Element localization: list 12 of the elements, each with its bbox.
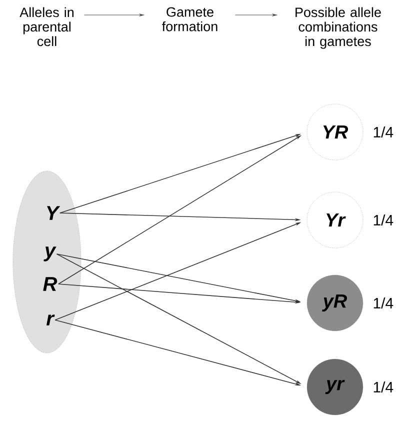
heading-text: Alleles in parental cell [20, 7, 74, 46]
parental-cell [12, 170, 82, 354]
allele-letter: R [43, 277, 58, 291]
allele-letter: r [46, 314, 55, 326]
fraction-label: 1/4 [374, 126, 394, 138]
fraction-label: 1/4 [374, 382, 394, 392]
heading-text: Gamete formation [162, 7, 218, 32]
heading-text: Possible allele combinations in gametes [296, 7, 381, 49]
fraction-label: 1/4 [374, 214, 394, 226]
allele-letter: Y [47, 206, 60, 220]
fraction-label: 1/4 [374, 298, 394, 308]
allele-letter: y [44, 246, 56, 262]
